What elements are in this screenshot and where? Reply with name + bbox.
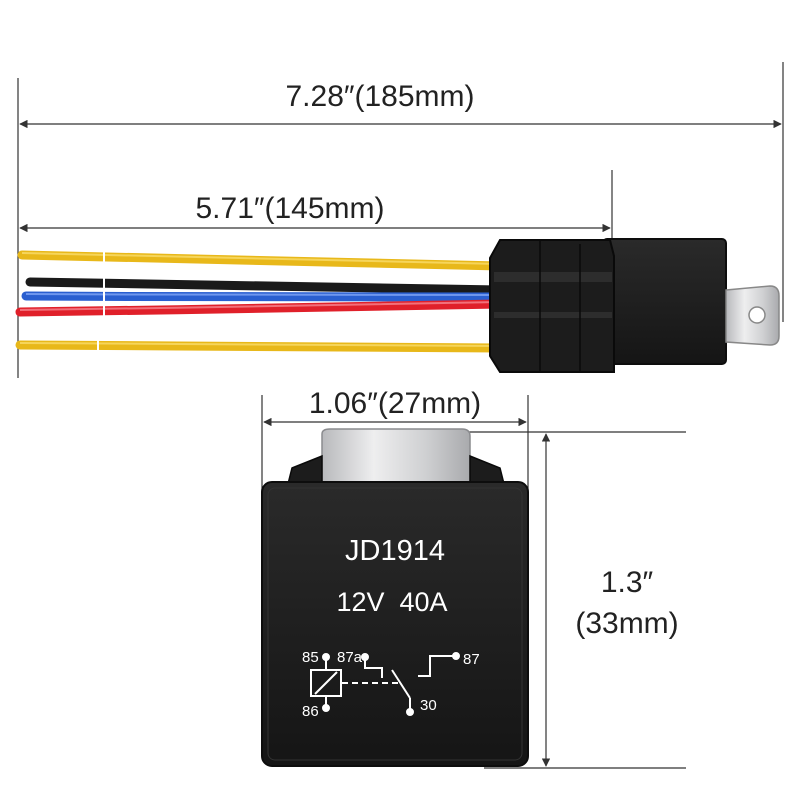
pin-87a-label: 87a — [337, 649, 363, 666]
pin-87-label: 87 — [463, 651, 480, 668]
wire-yellow-top — [17, 250, 505, 271]
pin-30-label: 30 — [420, 697, 437, 714]
relay-rating: 12V 40A — [336, 587, 447, 617]
pin-85-label: 85 — [302, 649, 319, 666]
wire-red — [15, 299, 505, 317]
relay-height-label-mm: (33mm) — [575, 607, 678, 640]
relay-front-body — [261, 481, 529, 767]
relay-front-tab — [321, 428, 471, 491]
relay-height-dimension: 1.3″ (33mm) — [458, 431, 686, 769]
relay-model: JD1914 — [345, 535, 445, 567]
relay-height-label-inch: 1.3″ — [601, 566, 654, 599]
contact-87a — [364, 657, 383, 678]
relay-side-view — [489, 238, 780, 373]
relay-side-tab-hole — [748, 306, 766, 324]
pin-86-label: 86 — [302, 703, 319, 720]
wire-black — [25, 277, 505, 295]
relay-width-label: 1.06″(27mm) — [309, 387, 481, 420]
relay-front-view: JD1914 12V 40A 85 87a 87 86 — [261, 428, 529, 767]
wire-yellow-bottom — [15, 340, 505, 353]
relay-width-dimension: 1.06″(27mm) — [261, 387, 529, 492]
wire-length-label: 5.71″(145mm) — [195, 192, 384, 225]
relay-socket — [489, 239, 615, 373]
wire-harness — [15, 249, 505, 353]
total-length-label: 7.28″(185mm) — [285, 80, 474, 113]
wire-blue — [21, 291, 505, 302]
relay-side-body — [602, 238, 727, 365]
total-length-dimension: 7.28″(185mm) — [17, 62, 784, 378]
wire-length-dimension: 5.71″(145mm) — [19, 170, 613, 240]
contact-87 — [418, 655, 456, 677]
relay-schematic — [310, 652, 460, 716]
